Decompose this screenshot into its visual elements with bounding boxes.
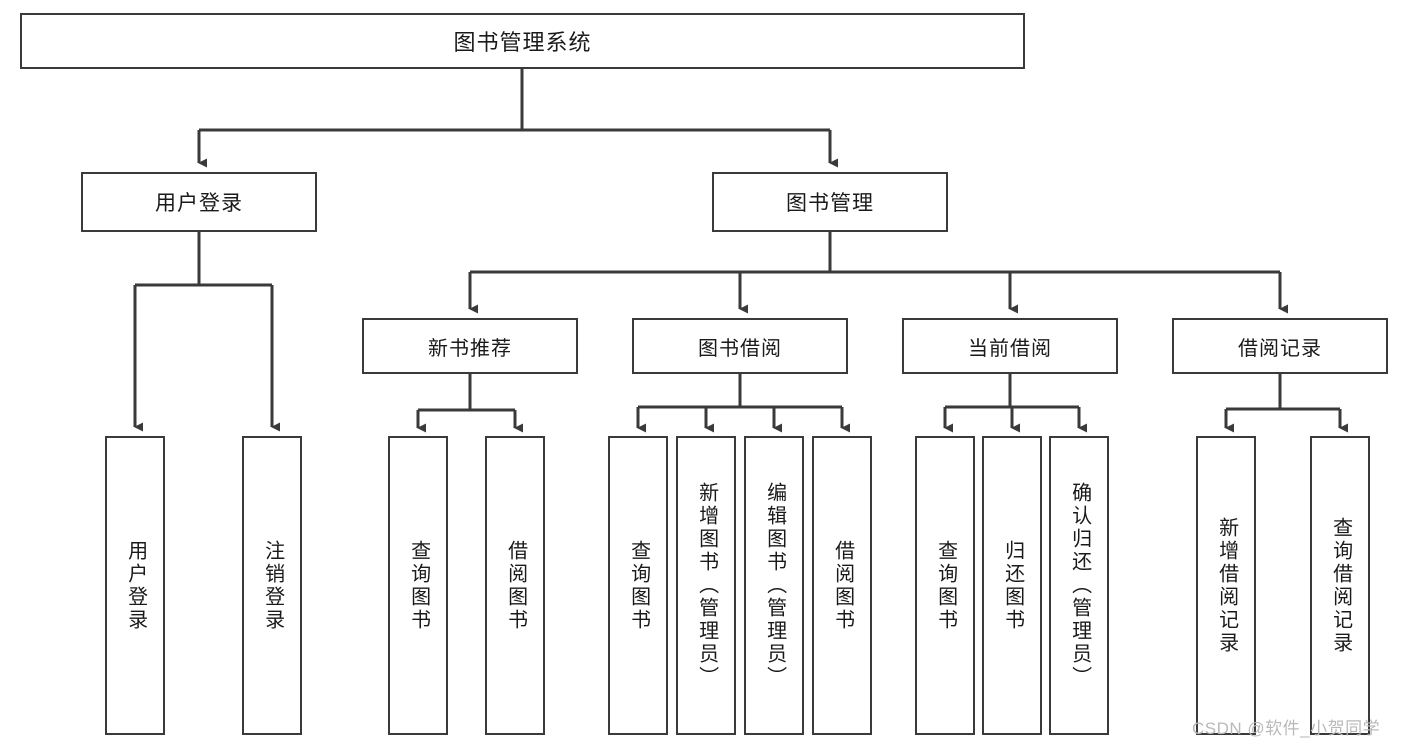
node-borrow-record-label: 借阅记录	[1238, 337, 1322, 360]
node-new-book-recommend[interactable]: 新书推荐	[362, 318, 578, 374]
node-leaf-user-logout[interactable]: 注销登录	[242, 436, 302, 735]
node-leaf-borrow-book-2[interactable]: 借阅图书	[812, 436, 872, 735]
node-root[interactable]: 图书管理系统	[20, 13, 1025, 69]
node-book-manage-label: 图书管理	[786, 192, 874, 215]
node-leaf-borrow-book-2-label: 借阅图书	[831, 539, 854, 632]
node-leaf-query-book-3-label: 查询图书	[934, 539, 957, 632]
node-leaf-edit-book[interactable]: 编辑图书（管理员）	[744, 436, 804, 735]
node-leaf-query-borrow-record-label: 查询借阅记录	[1329, 516, 1352, 655]
node-leaf-query-book-3[interactable]: 查询图书	[915, 436, 975, 735]
node-leaf-user-logout-label: 注销登录	[261, 539, 284, 632]
node-leaf-return-book-label: 归还图书	[1001, 539, 1024, 632]
node-book-manage[interactable]: 图书管理	[712, 172, 948, 232]
csdn-watermark: CSDN @软件_小贺同学	[1192, 719, 1381, 738]
node-new-book-recommend-label: 新书推荐	[428, 337, 512, 360]
node-leaf-edit-book-label: 编辑图书（管理员）	[763, 482, 786, 689]
node-leaf-borrow-book-1-label: 借阅图书	[504, 539, 527, 632]
node-leaf-return-book[interactable]: 归还图书	[982, 436, 1042, 735]
node-book-borrow[interactable]: 图书借阅	[632, 318, 848, 374]
node-leaf-query-book-2[interactable]: 查询图书	[608, 436, 668, 735]
node-user-login[interactable]: 用户登录	[81, 172, 317, 232]
node-leaf-query-borrow-record[interactable]: 查询借阅记录	[1310, 436, 1370, 735]
node-leaf-add-book-label: 新增图书（管理员）	[695, 482, 718, 689]
node-leaf-add-borrow-record[interactable]: 新增借阅记录	[1196, 436, 1256, 735]
node-leaf-confirm-return-label: 确认归还（管理员）	[1068, 482, 1091, 689]
node-leaf-add-borrow-record-label: 新增借阅记录	[1215, 516, 1238, 655]
node-borrow-record[interactable]: 借阅记录	[1172, 318, 1388, 374]
node-book-borrow-label: 图书借阅	[698, 337, 782, 360]
node-root-label: 图书管理系统	[453, 30, 592, 55]
node-leaf-query-book-1-label: 查询图书	[407, 539, 430, 632]
node-leaf-query-book-2-label: 查询图书	[627, 539, 650, 632]
node-user-login-label: 用户登录	[155, 192, 243, 215]
node-current-borrow-label: 当前借阅	[968, 337, 1052, 360]
node-leaf-user-login[interactable]: 用户登录	[105, 436, 165, 735]
node-leaf-query-book-1[interactable]: 查询图书	[388, 436, 448, 735]
node-leaf-add-book[interactable]: 新增图书（管理员）	[676, 436, 736, 735]
node-leaf-borrow-book-1[interactable]: 借阅图书	[485, 436, 545, 735]
node-current-borrow[interactable]: 当前借阅	[902, 318, 1118, 374]
node-leaf-user-login-label: 用户登录	[124, 539, 147, 632]
node-leaf-confirm-return[interactable]: 确认归还（管理员）	[1049, 436, 1109, 735]
